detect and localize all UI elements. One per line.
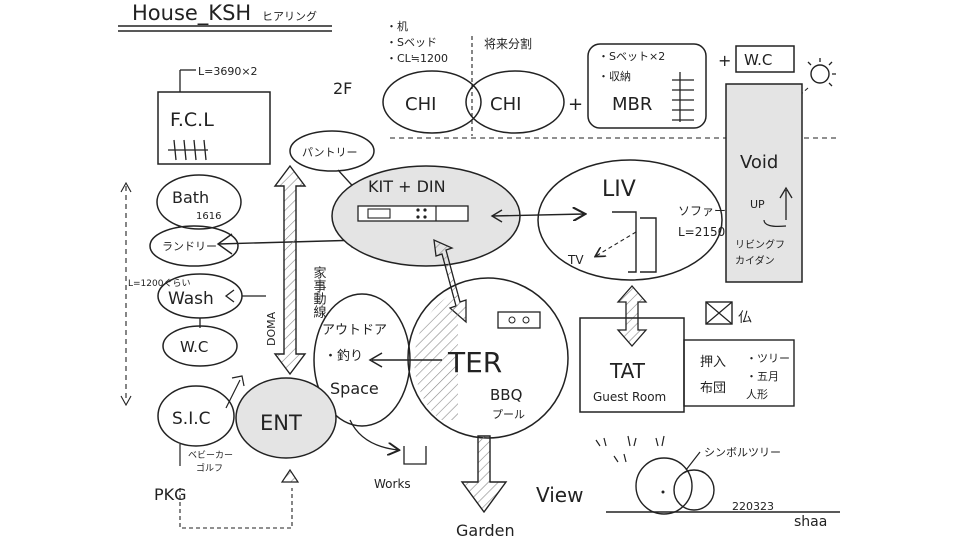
floor-label: 2F bbox=[333, 79, 352, 98]
chi-note-2: ・Sベッド bbox=[386, 36, 437, 49]
works-label: Works bbox=[374, 477, 411, 491]
liv-label: LIV bbox=[602, 177, 636, 202]
wc-top-label: W.C bbox=[744, 51, 772, 69]
wc-top-box bbox=[735, 45, 795, 73]
chi-left-label: CHI bbox=[405, 94, 436, 115]
tatami-room: TAT Guest Room 押入 布団 ・ツリー ・五月 人形 bbox=[579, 317, 795, 413]
fishing-label: ・釣り bbox=[324, 348, 363, 364]
wet-area: Bath 1616 ランドリー L=1200ぐらい Wash W.C bbox=[120, 174, 243, 407]
second-floor: 2F ・机 ・Sベッド ・CL≒1200 将来分割 CHI CHI + ・Sベッ… bbox=[333, 19, 840, 139]
void-area: Void UP リビングフ カイダン bbox=[725, 83, 803, 283]
kitchen-dining: KIT + DIN bbox=[331, 165, 521, 267]
wash-label: Wash bbox=[168, 289, 214, 309]
ent-label: ENT bbox=[260, 411, 302, 435]
doma-label: DOMA bbox=[265, 311, 278, 346]
tat-note-2: 布団 bbox=[700, 381, 726, 396]
wash-dim: L=1200ぐらい bbox=[128, 278, 190, 289]
bath-label: Bath bbox=[172, 188, 209, 207]
mbr-label: MBR bbox=[612, 94, 652, 115]
tat-note-5: 人形 bbox=[746, 388, 768, 401]
sic-note-2: ゴルフ bbox=[196, 462, 223, 474]
doma-arrow: DOMA 家事動線 bbox=[265, 164, 327, 376]
kitdin-label: KIT + DIN bbox=[368, 177, 446, 196]
sun-icon bbox=[810, 64, 830, 84]
title-block: House_KSH ヒアリング bbox=[118, 1, 332, 32]
space-label: Space bbox=[330, 379, 379, 398]
sofa-label-2: L=2150 bbox=[678, 225, 725, 239]
chi-right-label: CHI bbox=[490, 94, 521, 115]
title-sub: ヒアリング bbox=[262, 9, 317, 23]
pantry-label: パントリー bbox=[302, 146, 358, 159]
chi-note-3: ・CL≒1200 bbox=[386, 52, 448, 65]
terrace: TER BBQ プール bbox=[407, 277, 569, 439]
outdoor-space: アウトドア ・釣り Space Works bbox=[313, 293, 427, 491]
pool-label: プール bbox=[492, 408, 525, 421]
mbr-box bbox=[587, 43, 707, 129]
entrance-area: S.I.C ベビーカー ゴルフ ENT PKG bbox=[154, 375, 337, 529]
outdoor-label: アウトドア bbox=[322, 323, 387, 338]
tat-note-1: 押入 bbox=[700, 355, 726, 370]
sic-label: S.I.C bbox=[172, 409, 210, 429]
chi-note-1: ・机 bbox=[386, 19, 408, 33]
chi-left-bubble bbox=[382, 70, 482, 134]
kaji-label: 家事動線 bbox=[311, 265, 327, 318]
fcl-dim: L=3690×2 bbox=[198, 65, 258, 78]
void-label: Void bbox=[740, 152, 778, 173]
garden-label: Garden bbox=[456, 521, 515, 540]
mbr-note-2: ・収納 bbox=[598, 70, 631, 83]
laundry-label: ランドリー bbox=[162, 240, 217, 253]
author-label: shaa bbox=[794, 514, 827, 530]
sic-note-1: ベビーカー bbox=[188, 450, 233, 461]
wc-label: W.C bbox=[180, 338, 208, 356]
tv-label: TV bbox=[567, 253, 584, 267]
fcl-label: F.C.L bbox=[170, 109, 214, 131]
wc-bubble bbox=[162, 325, 238, 367]
plus-2: + bbox=[718, 51, 731, 70]
tat-note-4: ・五月 bbox=[746, 370, 779, 383]
symbol-tree-label: シンボルツリー bbox=[704, 446, 781, 459]
view-label: View bbox=[536, 483, 583, 507]
plus-1: + bbox=[568, 94, 583, 115]
butsudan: 仏 bbox=[705, 301, 752, 326]
pkg-label: PKG bbox=[154, 485, 187, 504]
view-area: View シンボルツリー 220323 shaa bbox=[536, 435, 840, 530]
sofa-label-1: ソファー bbox=[678, 204, 726, 218]
up-label: UP bbox=[750, 198, 765, 211]
date-label: 220323 bbox=[732, 500, 774, 513]
tat-note-3: ・ツリー bbox=[746, 352, 790, 365]
void-note-1: リビングフ bbox=[735, 238, 785, 251]
living: LIV TV ソファー L=2150 bbox=[537, 159, 726, 281]
mbr-note-1: ・Sベット×2 bbox=[598, 50, 665, 63]
chi-right-bubble bbox=[465, 70, 565, 134]
laundry-bubble bbox=[149, 225, 239, 267]
butsu-label: 仏 bbox=[738, 310, 752, 326]
bbq-label: BBQ bbox=[490, 386, 522, 404]
void-note-2: カイダン bbox=[735, 254, 775, 267]
fcl-room: L=3690×2 F.C.L bbox=[157, 65, 271, 165]
tat-label: TAT bbox=[609, 359, 646, 383]
split-note: 将来分割 bbox=[484, 36, 532, 51]
bath-bubble bbox=[156, 174, 242, 230]
bath-size: 1616 bbox=[196, 211, 221, 222]
guest-label: Guest Room bbox=[593, 390, 666, 404]
title: House_KSH bbox=[132, 1, 251, 26]
ter-label: TER bbox=[447, 346, 502, 379]
